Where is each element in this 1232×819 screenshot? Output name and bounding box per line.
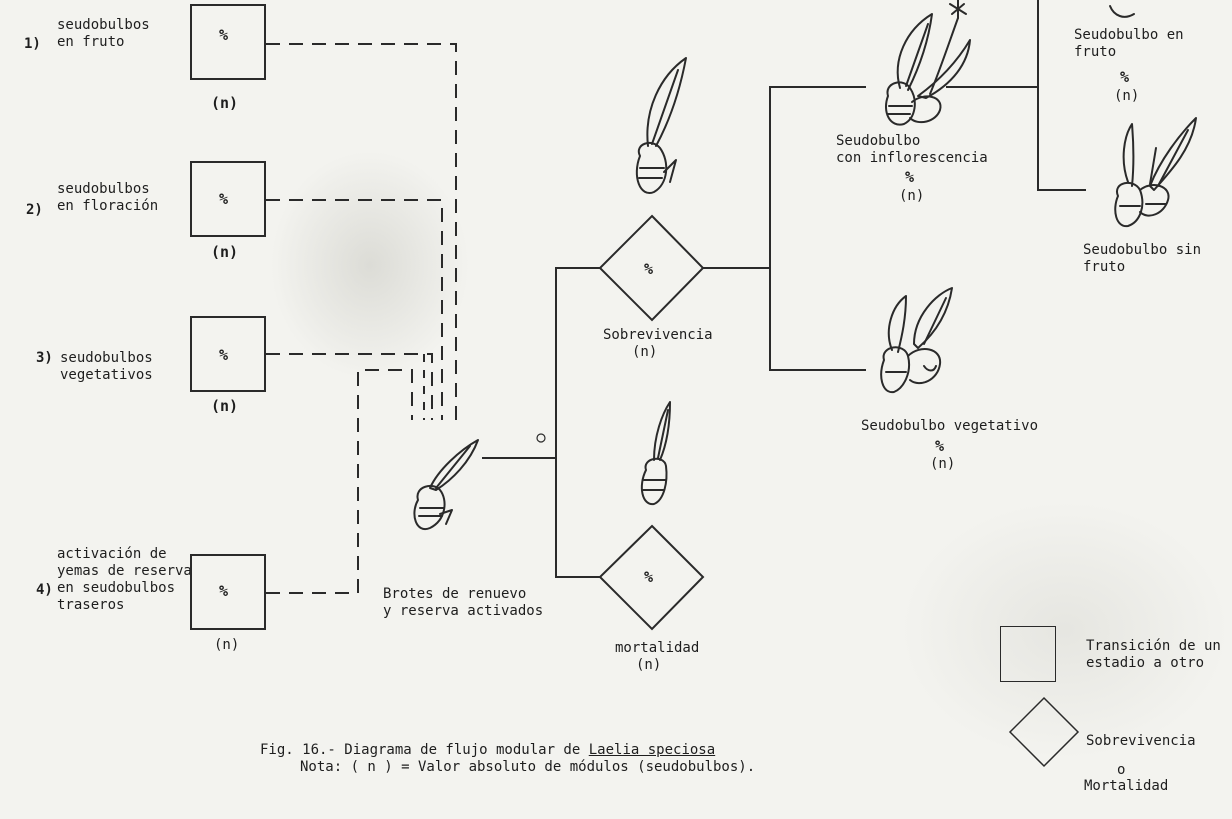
row-1-label: seudobulbos en fruto xyxy=(57,17,150,51)
legend-diamond xyxy=(1010,698,1078,766)
row-1-number: 1) xyxy=(24,36,41,53)
dashed-connector-3 xyxy=(266,354,432,420)
row-3-n: (n) xyxy=(211,398,238,415)
branch-survival-out xyxy=(703,87,866,268)
figure-caption: Fig. 16.- Diagrama de flujo modular de L… xyxy=(260,742,715,759)
mortality-pct: % xyxy=(644,568,653,586)
inflorescence-n: (n) xyxy=(899,188,924,205)
caption-prefix: Fig. 16.- Diagrama de flujo modular de xyxy=(260,742,589,758)
caption-note: Nota: ( n ) = Valor absoluto de módulos … xyxy=(300,759,755,776)
row-4-label: activación de yemas de reserva en seudob… xyxy=(57,546,192,614)
row-4-n: (n) xyxy=(214,637,239,654)
survival-n: (n) xyxy=(632,344,657,361)
sprout-sketch-survival xyxy=(637,58,686,193)
dashed-connector-1 xyxy=(266,44,456,420)
vegetative-sketch xyxy=(881,288,952,392)
branch-vegetativo xyxy=(770,268,866,370)
inflorescence-pct: % xyxy=(905,168,914,186)
mortality-n: (n) xyxy=(636,657,661,674)
branch-main xyxy=(482,268,600,458)
dashed-connector-2 xyxy=(266,200,442,420)
row-2-number: 2) xyxy=(26,202,43,219)
row-3-number: 3) xyxy=(36,350,53,367)
legend-mortality-label: Mortalidad xyxy=(1084,778,1168,795)
survival-pct: % xyxy=(644,260,653,278)
row-3-pct: % xyxy=(219,346,228,364)
row-2-pct: % xyxy=(219,190,228,208)
branch-lower xyxy=(556,458,600,577)
no-fruit-sketch xyxy=(1115,118,1196,226)
caption-species: Laelia speciosa xyxy=(589,742,715,758)
brotes-label: Brotes de renuevo y reserva activados xyxy=(383,586,543,620)
legend-survival-label: Sobrevivencia xyxy=(1086,733,1196,750)
dashed-connector-4 xyxy=(266,370,412,593)
fruit-n: (n) xyxy=(1114,88,1139,105)
fruit-label: Seudobulbo en fruto xyxy=(1074,27,1184,61)
sprout-sketch-center xyxy=(414,440,478,529)
row-1-n: (n) xyxy=(211,95,238,112)
row-2-n: (n) xyxy=(211,244,238,261)
legend-or-label: o xyxy=(1117,762,1125,779)
fruit-pct: % xyxy=(1120,68,1129,86)
vegetative-pct: % xyxy=(935,437,944,455)
small-circle-mark xyxy=(537,434,545,442)
row-4-number: 4) xyxy=(36,582,53,599)
legend-transition-label: Transición de un estadio a otro xyxy=(1086,638,1221,672)
mortality-label: mortalidad xyxy=(615,640,699,657)
row-2-label: seudobulbos en floración xyxy=(57,181,158,215)
inflorescence-label: Seudobulbo con inflorescencia xyxy=(836,133,988,167)
branch-inflorescence-out xyxy=(946,0,1038,87)
row-4-pct: % xyxy=(219,582,228,600)
legend-square xyxy=(1000,626,1056,682)
no-fruit-label: Seudobulbo sin fruto xyxy=(1083,242,1201,276)
vegetative-label: Seudobulbo vegetativo xyxy=(861,418,1038,435)
survival-label: Sobrevivencia xyxy=(603,327,713,344)
row-3-label: seudobulbos vegetativos xyxy=(60,350,153,384)
row-1-pct: % xyxy=(219,26,228,44)
sprout-sketch-mortality xyxy=(642,402,670,504)
fruit-sketch xyxy=(1110,6,1134,17)
inflorescence-sketch xyxy=(886,0,970,125)
vegetative-n: (n) xyxy=(930,456,955,473)
